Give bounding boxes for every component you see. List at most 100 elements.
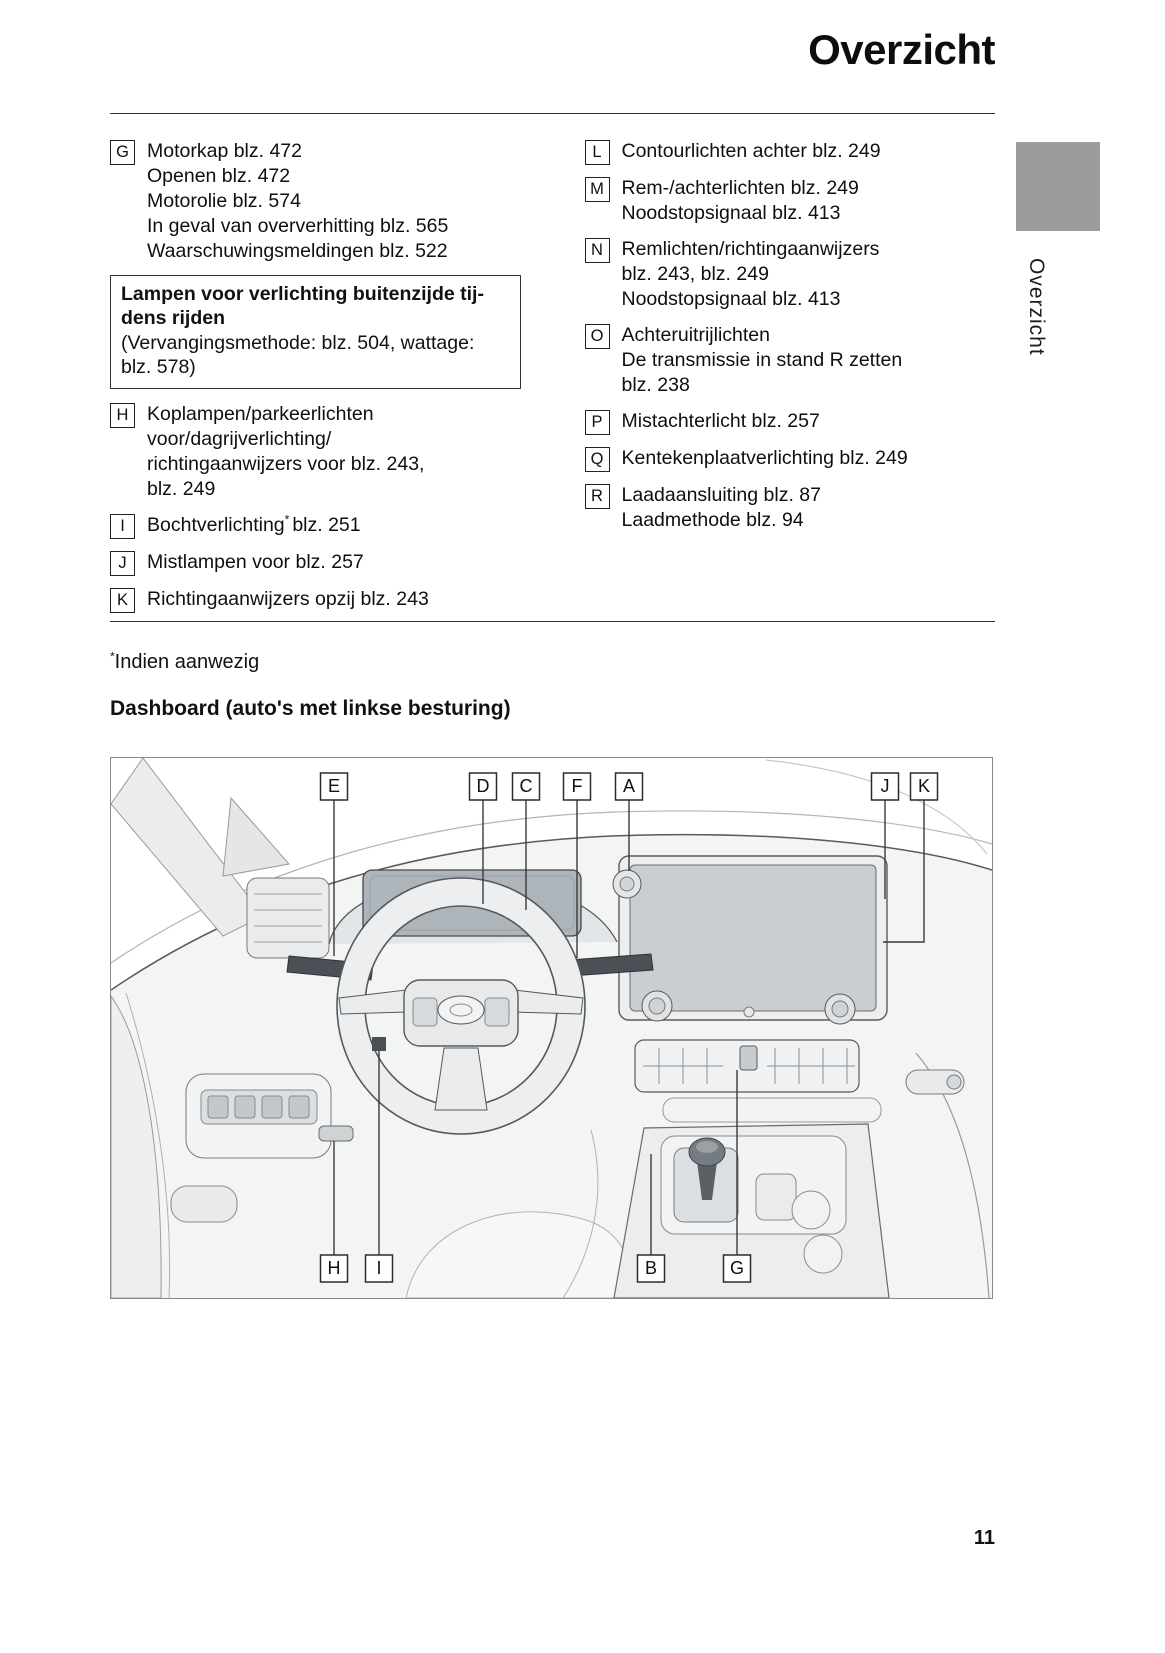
note-box-text-line: blz. 578) <box>121 356 196 379</box>
legend-item-q: Q Kentekenplaatverlichting blz. 249 <box>584 446 996 472</box>
dashboard-illustration: E D C F A J K H I B <box>111 758 992 1298</box>
window-switch <box>207 1095 229 1119</box>
wheel-emblem-inner <box>449 1003 473 1017</box>
asterisk: * <box>284 512 290 527</box>
left-door-panel <box>111 995 162 1298</box>
legend-line: blz. 243, blz. 249 <box>621 262 769 285</box>
section-heading: Dashboard (auto's met linkse besturing) <box>110 697 511 720</box>
chapter-tab <box>1016 142 1100 231</box>
legend-line: Noodstopsignaal blz. 413 <box>621 201 841 224</box>
callout-letter-k: K <box>918 776 930 796</box>
window-switch <box>234 1095 256 1119</box>
legend-line: Laadmethode blz. 94 <box>621 508 804 531</box>
callout-box-a <box>614 772 644 801</box>
wheel-switch <box>372 1037 386 1051</box>
key-box-i: I <box>110 513 135 539</box>
callout-letter-b: B <box>645 1258 657 1278</box>
vent-slats <box>767 1048 855 1084</box>
divider-bottom <box>110 621 995 622</box>
dashboard-diagram: E D C F A J K H I B <box>110 757 993 1299</box>
vent-slats <box>643 1048 723 1084</box>
callout-letter-a: A <box>623 776 635 796</box>
window-switch-bank <box>200 1089 318 1125</box>
key-box-h: H <box>110 403 135 429</box>
callout-letter-j: J <box>881 776 890 796</box>
knee-bolster-line <box>562 1129 599 1298</box>
callout-box-d <box>468 772 498 801</box>
key-box-o: O <box>584 323 610 349</box>
legend-item-l: L Contourlichten achter blz. 249 <box>584 139 996 165</box>
page-title: Overzicht <box>808 26 995 73</box>
leader-lines <box>333 800 925 1255</box>
key-box-l: L <box>584 140 610 165</box>
callout-box-e <box>319 772 349 801</box>
callout-letter-c: C <box>520 776 533 796</box>
legend-lines: Remlichten/richtingaanwijzers blz. 243, … <box>622 237 880 312</box>
legend-item-m: M Rem-/achterlichten blz. 249 Noodstopsi… <box>584 176 996 226</box>
key-box-g: G <box>110 140 135 165</box>
volume-knob-center <box>648 997 666 1015</box>
callout-letter-f: F <box>572 776 583 796</box>
legend-column-left: G Motorkap blz. 472 Openen blz. 472 Moto… <box>110 139 521 624</box>
hazard-button <box>739 1045 758 1071</box>
legend-line: Motorolie blz. 574 <box>147 189 301 212</box>
side-mirror <box>222 796 290 877</box>
legend-item-j: J Mistlampen voor blz. 257 <box>110 550 521 576</box>
callout-box-g <box>722 1254 752 1283</box>
callout-box-j <box>870 772 900 801</box>
left-door-contour <box>125 992 171 1298</box>
note-box-title-line: Lampen voor verlichting buitenzijde tij- <box>121 282 484 305</box>
callout-letter-h: H <box>328 1258 341 1278</box>
legend-line: Contourlichten achter blz. 249 <box>621 140 881 162</box>
legend-lines: Koplampen/parkeerlichten voor/dagrijverl… <box>147 402 424 502</box>
tune-knob-center <box>831 1000 849 1018</box>
wheel-button-pad <box>484 997 510 1027</box>
legend-line: Mistachterlicht blz. 257 <box>621 409 820 432</box>
legend-lines: Kentekenplaatverlichting blz. 249 <box>622 446 908 471</box>
storage-tray <box>662 1097 882 1123</box>
left-air-vent <box>246 877 330 959</box>
legend-line: Mistlampen voor blz. 257 <box>147 550 364 573</box>
legend-line: blz. 238 <box>621 373 690 396</box>
footnote: *Indien aanwezig <box>110 649 259 674</box>
key-box-j: J <box>110 550 135 576</box>
legend-line: Bochtverlichting*blz. 251 <box>147 513 361 538</box>
legend-line: Noodstopsignaal blz. 413 <box>621 287 841 310</box>
legend-item-i: I Bochtverlichting*blz. 251 <box>110 513 521 539</box>
note-box-text-line: (Vervangingsmethode: blz. 504, wattage: <box>121 331 475 354</box>
legend-line: Richtingaanwijzers opzij blz. 243 <box>147 587 429 610</box>
legend-lines: Motorkap blz. 472 Openen blz. 472 Motoro… <box>147 139 448 264</box>
cupholder <box>803 1234 843 1274</box>
page-number: 11 <box>973 1527 995 1549</box>
legend-line: Koplampen/parkeerlichten <box>147 403 374 426</box>
legend-column-right: L Contourlichten achter blz. 249 M Rem-/… <box>584 139 996 624</box>
callout-letter-i: I <box>376 1258 381 1278</box>
callout-letter-g: G <box>730 1258 744 1278</box>
callout-box-c <box>511 772 541 801</box>
wheel-button-pad <box>412 997 438 1027</box>
legend-lines: Contourlichten achter blz. 249 <box>622 139 881 164</box>
divider-top <box>110 113 995 114</box>
legend-line: Laadaansluiting blz. 87 <box>621 483 822 506</box>
legend-line: Rem-/achterlichten blz. 249 <box>621 177 859 199</box>
note-box: Lampen voor verlichting buitenzijde tij-… <box>110 274 521 390</box>
legend-line: Motorkap blz. 472 <box>147 140 303 162</box>
callout-letter-e: E <box>328 776 340 796</box>
legend-line: Kentekenplaatverlichting blz. 249 <box>621 446 908 469</box>
legend-line: Waarschuwingsmeldingen blz. 522 <box>147 239 448 262</box>
legend-item-n: N Remlichten/richtingaanwijzers blz. 243… <box>584 237 996 312</box>
legend-line: De transmissie in stand R zetten <box>621 348 903 371</box>
legend-line-text: Bochtverlichting <box>147 513 285 536</box>
cupholder <box>791 1190 831 1230</box>
key-box-p: P <box>584 409 610 435</box>
legend-line: In geval van oververhitting blz. 565 <box>147 214 449 237</box>
legend-item-p: P Mistachterlicht blz. 257 <box>584 409 996 435</box>
key-box-r: R <box>584 483 610 509</box>
asterisk: * <box>110 649 115 664</box>
wheel-spoke-bottom <box>434 1047 488 1111</box>
legend-item-k: K Richtingaanwijzers opzij blz. 243 <box>110 587 521 613</box>
chapter-label: Overzicht <box>1025 258 1048 356</box>
window-switch <box>261 1095 283 1119</box>
legend-lines: Laadaansluiting blz. 87 Laadmethode blz.… <box>622 483 822 533</box>
